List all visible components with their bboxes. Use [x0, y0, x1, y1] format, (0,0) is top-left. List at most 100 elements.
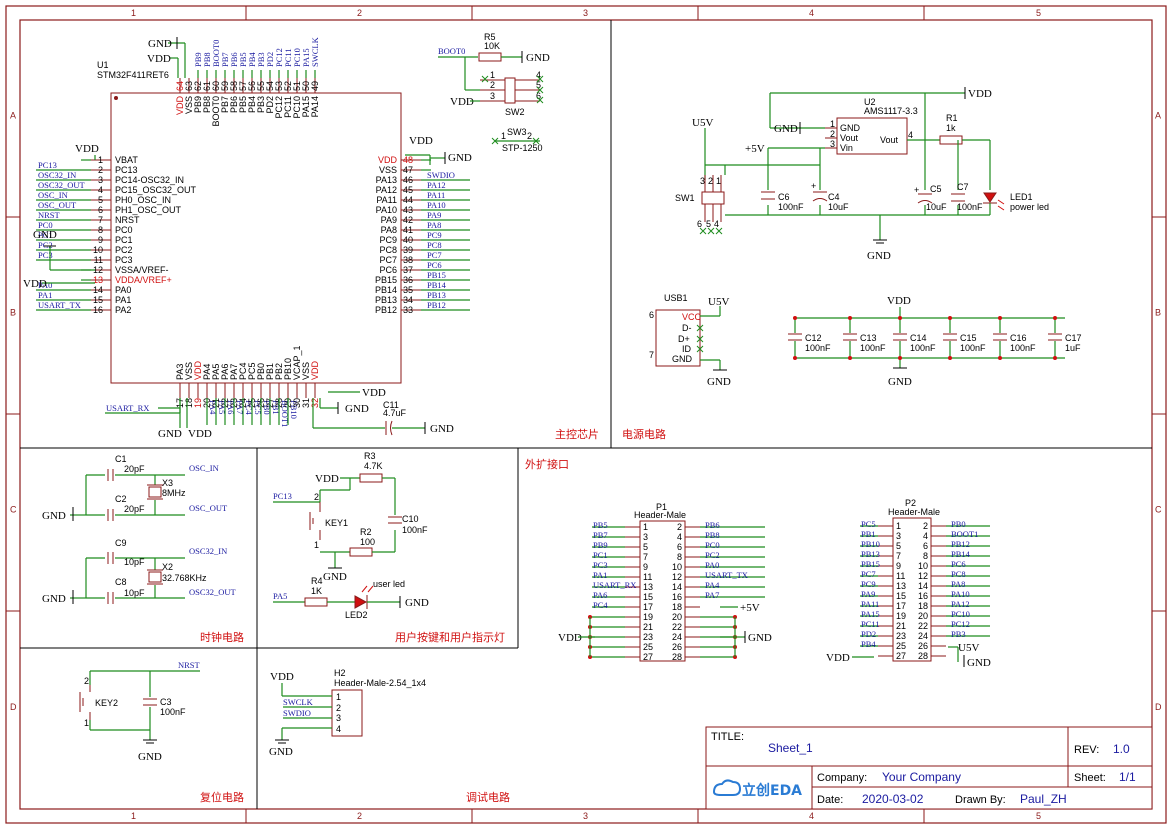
svg-text:1: 1 [314, 540, 319, 550]
p2-left-net-PC11: PC11 [861, 619, 880, 629]
svg-text:GND: GND [672, 354, 693, 364]
c6-capacitor[interactable]: C6 100nF [761, 191, 804, 212]
c11-ref: C11 [383, 400, 399, 410]
header-pin-num: 15 [643, 592, 653, 602]
c4-ref: C4 [828, 192, 840, 202]
u5v-label-usb: U5V [708, 296, 729, 308]
junction [998, 316, 1002, 320]
svg-text:1: 1 [490, 70, 495, 80]
svg-text:+: + [811, 181, 816, 191]
header-pin-num: 8 [677, 552, 682, 562]
mcu-pin-num: 51 [292, 81, 302, 91]
sw3-ref: SW3 [507, 127, 527, 137]
header-pin-num: 6 [677, 542, 682, 552]
vdd-label-sw2: VDD [450, 96, 474, 108]
header-pin-num: 22 [918, 621, 928, 631]
mcu-pin-num: 19 [193, 398, 203, 408]
header-pin-num: 14 [672, 582, 682, 592]
header-pin-num: 19 [896, 611, 906, 621]
mcu-pin-num: 8 [98, 225, 103, 235]
c11-capacitor[interactable]: C11 4.7uF [383, 400, 407, 436]
mcu-pin-name: PB13 [375, 295, 397, 305]
mcu-pin-name: VBAT [115, 155, 138, 165]
mcu-top-net-PB5: PB5 [238, 52, 248, 67]
mcu-body [110, 92, 402, 384]
usb1-ref: USB1 [664, 293, 688, 303]
p2-left-net-PC7: PC7 [861, 569, 876, 579]
mcu-bottom-net-PC4: PC4 [244, 400, 254, 415]
p2-left-net-PA9: PA9 [861, 589, 875, 599]
user-io-circuit[interactable]: VDD R3 4.7K C10 100nF PC13 21 KEY1 R2 10… [273, 451, 429, 620]
decoupling-capacitors[interactable]: VDD GND C12100nFC13100nFC14100nFC15100nF… [788, 295, 1082, 388]
mcu-top-net-SWCLK: SWCLK [310, 36, 320, 67]
gnd-label-debug: GND [269, 746, 293, 758]
boot-circuit[interactable]: BOOT0 GND R5 10K VDD 123 456 SW2 [438, 32, 550, 153]
led1-ref: LED1 [1010, 192, 1033, 202]
header-pin-num: 19 [643, 612, 653, 622]
c4-capacitor[interactable]: + C4 10uF [811, 181, 849, 212]
mcu-pin-name: PA13 [376, 175, 397, 185]
mcu-pin-name: PC1 [115, 235, 133, 245]
mcu-left-net-OSC32_OUT: OSC32_OUT [38, 180, 86, 190]
header-pin-num: 21 [643, 622, 653, 632]
gnd-label-decoupling: GND [888, 376, 912, 388]
border-row-left-B: B [10, 308, 16, 318]
mcu-pin-num: 64 [175, 81, 185, 91]
gnd-label-pin31: GND [345, 403, 369, 415]
header-pin-num: 17 [896, 601, 906, 611]
p1-left-net-PA6: PA6 [593, 590, 607, 600]
mcu-left-net-OSC_IN: OSC_IN [38, 190, 68, 200]
debug-header-h2[interactable]: H2 Header-Male-2.54_1x4 12 34 VDD SWCLK … [269, 668, 426, 758]
header-pin-num: 12 [672, 572, 682, 582]
svg-text:2: 2 [314, 492, 319, 502]
c5-capacitor[interactable]: + C5 10uF [914, 184, 947, 212]
nrst-net: NRST [178, 660, 201, 670]
mcu-pin-name: PC8 [379, 245, 397, 255]
mcu-pin-name: VDDA/VREF+ [115, 275, 172, 285]
gnd-label-r5: GND [526, 52, 550, 64]
clock-circuit[interactable]: GND C1 20pF C2 20pF X3 8MHz OSC_IN OSC_O… [42, 454, 237, 605]
r5-value: 10K [484, 41, 500, 51]
p2-right-net-PB14: PB14 [951, 549, 971, 559]
mcu-pin-num: 36 [403, 275, 413, 285]
vdd-label-vdda: VDD [23, 278, 47, 290]
x3-value: 8MHz [162, 488, 186, 498]
date-label: Date: [817, 794, 843, 806]
svg-text:3: 3 [490, 91, 495, 101]
header-pin-num: 26 [918, 641, 928, 651]
mcu-top-net-BOOT0: BOOT0 [211, 40, 221, 67]
mcu-pin-name: VDD [310, 360, 320, 380]
mcu-right-net-PB14: PB14 [427, 280, 447, 290]
vdd-label-p1: VDD [558, 632, 582, 644]
junction [948, 356, 952, 360]
p2-right-net-BOOT1: BOOT1 [951, 529, 978, 539]
drawn-label: Drawn By: [955, 794, 1006, 806]
svg-text:2: 2 [84, 676, 89, 686]
mcu-pin-num: 61 [202, 81, 212, 91]
reset-circuit[interactable]: NRST 21 KEY2 C3 100nF GND [79, 660, 201, 763]
vdd-label-top: VDD [147, 53, 171, 65]
border-row-right-C: C [1155, 505, 1162, 515]
usb1-connector[interactable]: USB1 VCC D- D+ ID GND 6 7 U5V GND [649, 293, 731, 388]
mcu-pin-num: 32 [310, 398, 320, 408]
c7-capacitor[interactable]: C7 100nF [951, 182, 983, 212]
section-dividers [20, 20, 1152, 809]
r3-value: 4.7K [364, 461, 383, 471]
gnd-label-lse: GND [42, 593, 66, 605]
led1-power-led[interactable]: LED1 power led [983, 192, 1049, 212]
sw2-switch[interactable]: 123 456 SW2 [480, 70, 541, 117]
c10-value: 100nF [402, 525, 428, 535]
gnd-label-led2: GND [405, 597, 429, 609]
mcu-pin-num: 37 [403, 265, 413, 275]
mcu-left-net-OSC_OUT: OSC_OUT [38, 200, 77, 210]
mcu-pin-name: PB15 [375, 275, 397, 285]
mcu-bottom-net-PB10: PB10 [289, 400, 299, 419]
decap-ref-C13: C13 [860, 333, 877, 343]
header-pin-num: 1 [643, 522, 648, 532]
